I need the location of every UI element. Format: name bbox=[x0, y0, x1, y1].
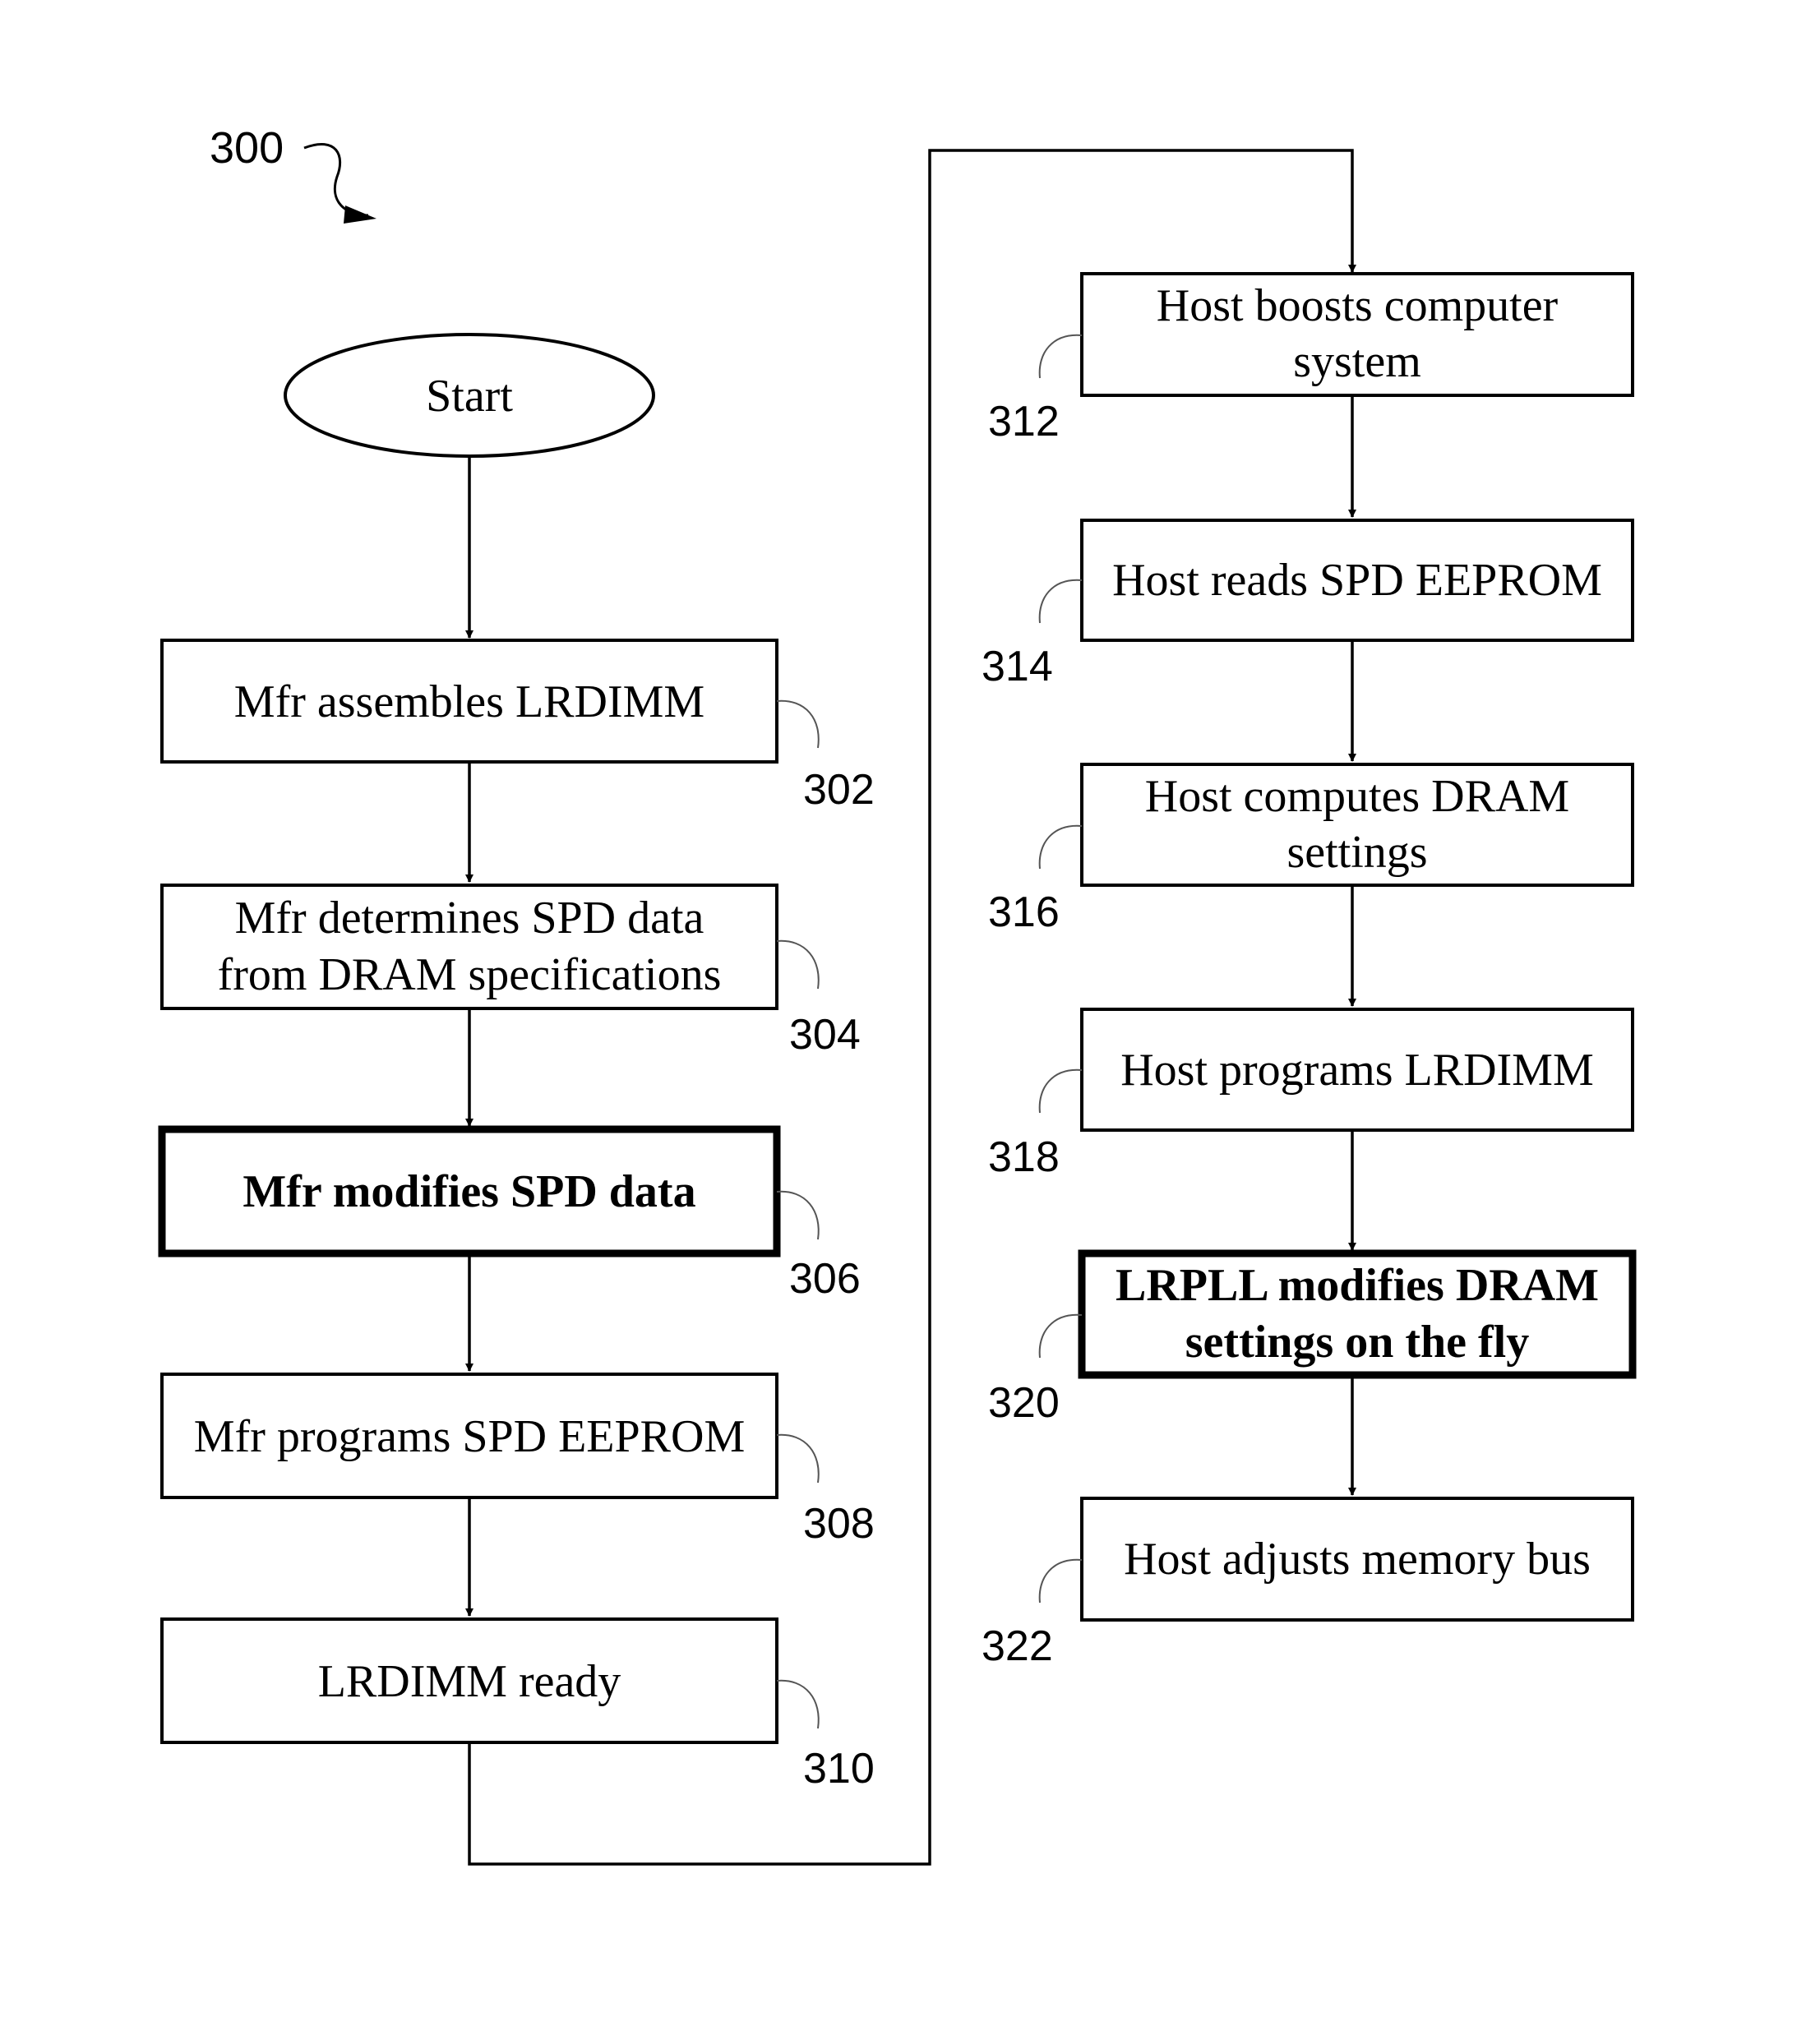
step-322-label: Host adjusts memory bus bbox=[1124, 1534, 1591, 1585]
step-308-leader bbox=[777, 1435, 819, 1483]
step-318-leader bbox=[1040, 1070, 1082, 1113]
step-304-leader bbox=[777, 941, 819, 989]
step-302-label: Mfr assembles LRDIMM bbox=[234, 676, 704, 727]
step-320-ref: 320 bbox=[988, 1379, 1060, 1427]
step-314-ref: 314 bbox=[982, 643, 1053, 690]
step-302: Mfr assembles LRDIMM 302 bbox=[162, 640, 875, 814]
step-302-leader bbox=[777, 701, 819, 748]
step-322-leader bbox=[1040, 1560, 1082, 1603]
step-312: Host boosts computer system 312 bbox=[988, 274, 1633, 445]
start-node: Start bbox=[285, 335, 654, 456]
figure-ref-group: 300 bbox=[210, 123, 376, 224]
step-320-label-line2: settings on the fly bbox=[1185, 1317, 1529, 1368]
left-column: Mfr assembles LRDIMM 302 Mfr determines … bbox=[162, 640, 875, 1793]
step-314: Host reads SPD EEPROM 314 bbox=[982, 520, 1633, 690]
figure-ref-arrowhead bbox=[344, 205, 376, 224]
step-312-leader bbox=[1040, 335, 1082, 378]
step-318: Host programs LRDIMM 318 bbox=[988, 1009, 1633, 1181]
step-322-ref: 322 bbox=[982, 1622, 1053, 1670]
step-308-label: Mfr programs SPD EEPROM bbox=[194, 1411, 745, 1462]
right-column: Host boosts computer system 312 Host rea… bbox=[982, 274, 1633, 1670]
figure-ref-label: 300 bbox=[210, 123, 284, 173]
step-306-ref: 306 bbox=[789, 1255, 861, 1303]
step-312-label-line2: system bbox=[1293, 336, 1421, 387]
step-316-leader bbox=[1040, 826, 1082, 869]
step-320-label-line1: LRPLL modifies DRAM bbox=[1116, 1260, 1599, 1311]
step-306-leader bbox=[777, 1192, 819, 1239]
step-310-ref: 310 bbox=[803, 1745, 875, 1793]
step-314-leader bbox=[1040, 580, 1082, 623]
step-312-label-line1: Host boosts computer bbox=[1157, 280, 1559, 331]
step-320: LRPLL modifies DRAM settings on the fly … bbox=[988, 1253, 1633, 1427]
step-308: Mfr programs SPD EEPROM 308 bbox=[162, 1374, 875, 1548]
step-318-ref: 318 bbox=[988, 1133, 1060, 1181]
step-310: LRDIMM ready 310 bbox=[162, 1619, 875, 1793]
step-316: Host computes DRAM settings 316 bbox=[988, 764, 1633, 936]
step-304-ref: 304 bbox=[789, 1011, 861, 1059]
step-306: Mfr modifies SPD data 306 bbox=[162, 1129, 861, 1303]
step-310-label: LRDIMM ready bbox=[318, 1656, 621, 1707]
figure-ref-squiggle-arrow bbox=[304, 144, 368, 215]
step-318-label: Host programs LRDIMM bbox=[1120, 1045, 1594, 1096]
step-322: Host adjusts memory bus 322 bbox=[982, 1498, 1633, 1670]
step-312-ref: 312 bbox=[988, 398, 1060, 445]
step-314-label: Host reads SPD EEPROM bbox=[1112, 555, 1602, 606]
step-316-ref: 316 bbox=[988, 888, 1060, 936]
step-320-leader bbox=[1040, 1315, 1082, 1358]
step-316-label-line2: settings bbox=[1286, 827, 1427, 878]
step-304: Mfr determines SPD data from DRAM specif… bbox=[162, 885, 861, 1059]
step-304-label-line2: from DRAM specifications bbox=[218, 949, 722, 1000]
step-316-label-line1: Host computes DRAM bbox=[1145, 771, 1569, 822]
step-310-leader bbox=[777, 1681, 819, 1728]
step-304-label-line1: Mfr determines SPD data bbox=[235, 893, 704, 944]
step-306-label: Mfr modifies SPD data bbox=[243, 1166, 695, 1217]
start-label: Start bbox=[426, 371, 513, 422]
step-302-ref: 302 bbox=[803, 766, 875, 814]
step-308-ref: 308 bbox=[803, 1500, 875, 1548]
